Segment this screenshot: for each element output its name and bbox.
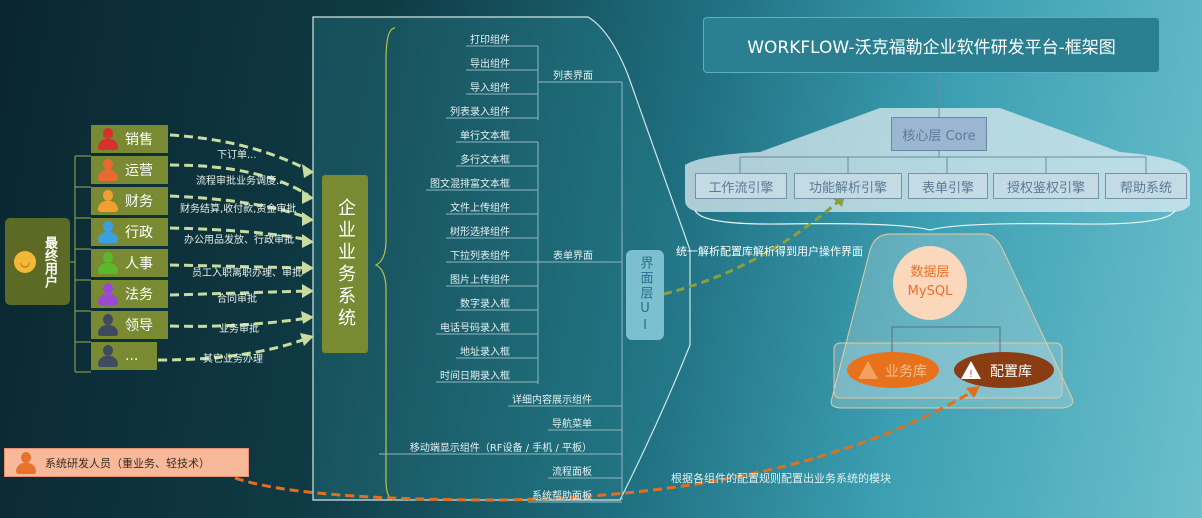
enterprise-system-label: 企业业务系统 <box>335 198 356 330</box>
component-item: 文件上传组件 <box>450 203 510 214</box>
component-item: 系统帮助面板 <box>532 491 592 502</box>
role-action-label: 财务结算,收付款,资金审批 <box>180 204 297 215</box>
role-label: 财务 <box>125 194 153 210</box>
engine-label: 授权鉴权引擎 <box>1006 180 1085 196</box>
smiley-face-icon: ◡ <box>14 250 36 273</box>
core-box: 核心层 Core <box>891 117 987 151</box>
component-item: 详细内容展示组件 <box>512 395 592 406</box>
role-1: 运营 <box>91 156 168 184</box>
role-action-label: 业务审批 <box>219 324 259 335</box>
component-item: 图文混排富文本框 <box>430 179 510 190</box>
person-icon <box>97 251 119 275</box>
end-user-box: ◡ 最终用户 <box>5 218 70 305</box>
warning-icon <box>858 361 878 379</box>
person-icon <box>97 282 119 306</box>
role-action-label: 合同审批 <box>217 294 257 305</box>
role-7: ... <box>91 342 157 370</box>
role-6: 领导 <box>91 311 168 339</box>
role-label: 运营 <box>125 163 153 179</box>
role-0: 销售 <box>91 125 168 153</box>
role-label: ... <box>125 348 139 364</box>
component-item: 树形选择组件 <box>450 227 510 238</box>
data-layer-circle <box>893 246 967 320</box>
person-icon <box>97 220 119 244</box>
data-layer-label: 数据层 MySQL <box>893 263 967 301</box>
role-label: 法务 <box>125 287 153 303</box>
core-label: 核心层 Core <box>902 128 976 144</box>
component-item: 打印组件 <box>470 35 510 46</box>
role-label: 人事 <box>125 256 153 272</box>
component-item: 流程面板 <box>552 467 592 478</box>
component-item: 列表录入组件 <box>450 107 510 118</box>
role-action-label: 办公用品发放、行政审批 <box>184 235 294 246</box>
role-3: 行政 <box>91 218 168 246</box>
engine-function-parse: 功能解析引擎 <box>794 173 902 199</box>
data-layer-db: MySQL <box>907 284 953 299</box>
parse-annotation: 统一解析配置库解析得到用户操作界面 <box>676 245 863 258</box>
role-action-label: 下订单... <box>217 150 257 161</box>
component-item: 导入组件 <box>470 83 510 94</box>
developer-box: 系统研发人员（重业务、轻技术） <box>4 448 249 477</box>
person-icon <box>97 344 119 368</box>
enterprise-system-box: 企业业务系统 <box>322 175 368 353</box>
page-title: WORKFLOW-沃克福勒企业软件研发平台-框架图 <box>747 37 1116 58</box>
engine-form: 表单引擎 <box>908 173 988 199</box>
engine-label: 表单引擎 <box>921 180 974 196</box>
person-icon <box>97 158 119 182</box>
component-item: 时间日期录入框 <box>440 371 510 382</box>
role-5: 法务 <box>91 280 168 308</box>
engine-label: 工作流引擎 <box>708 180 774 196</box>
component-item: 导出组件 <box>470 59 510 70</box>
developer-label: 系统研发人员（重业务、轻技术） <box>45 456 210 470</box>
person-icon <box>15 451 37 475</box>
role-label: 销售 <box>125 132 153 148</box>
config-annotation: 根据各组件的配置规则配置出业务系统的模块 <box>671 472 891 485</box>
form-ui-label: 表单界面 <box>553 251 593 262</box>
engine-help: 帮助系统 <box>1105 173 1187 199</box>
ui-layer-box: 界面层UI <box>626 250 664 340</box>
role-label: 领导 <box>125 318 153 334</box>
role-4: 人事 <box>91 249 168 277</box>
component-item: 图片上传组件 <box>450 275 510 286</box>
component-item: 单行文本框 <box>460 131 510 142</box>
component-item: 电话号码录入框 <box>440 323 510 334</box>
person-icon <box>97 127 119 151</box>
component-item: 地址录入框 <box>460 347 510 358</box>
role-action-label: 其它业务办理 <box>203 354 263 365</box>
component-item: 下拉列表组件 <box>450 251 510 262</box>
component-item: 导航菜单 <box>552 419 592 430</box>
component-item: 数字录入框 <box>460 299 510 310</box>
component-item: 多行文本框 <box>460 155 510 166</box>
engine-label: 功能解析引擎 <box>808 180 887 196</box>
brace <box>374 27 396 501</box>
list-ui-label: 列表界面 <box>553 71 593 82</box>
role-action-label: 员工入职离职办理、审批 <box>192 268 302 279</box>
svg-text:!: ! <box>969 369 973 380</box>
role-2: 财务 <box>91 187 168 215</box>
end-user-label: 最终用户 <box>42 235 57 288</box>
role-label: 行政 <box>125 225 153 241</box>
ui-layer-label: 界面层UI <box>637 255 653 335</box>
role-action-label: 流程审批业务调度... <box>196 176 286 187</box>
business-system-panel <box>312 16 691 501</box>
data-layer-title: 数据层 <box>910 265 950 280</box>
title-box: WORKFLOW-沃克福勒企业软件研发平台-框架图 <box>703 17 1160 73</box>
config-db-label: 配置库 <box>990 364 1032 380</box>
engine-label: 帮助系统 <box>1119 180 1172 196</box>
engine-auth: 授权鉴权引擎 <box>993 173 1099 199</box>
warning-icon <box>961 361 981 379</box>
engine-workflow: 工作流引擎 <box>695 173 787 199</box>
person-icon <box>97 313 119 337</box>
person-icon <box>97 189 119 213</box>
component-item: 移动端显示组件（RF设备 / 手机 / 平板） <box>409 443 592 454</box>
business-db-label: 业务库 <box>885 364 927 380</box>
